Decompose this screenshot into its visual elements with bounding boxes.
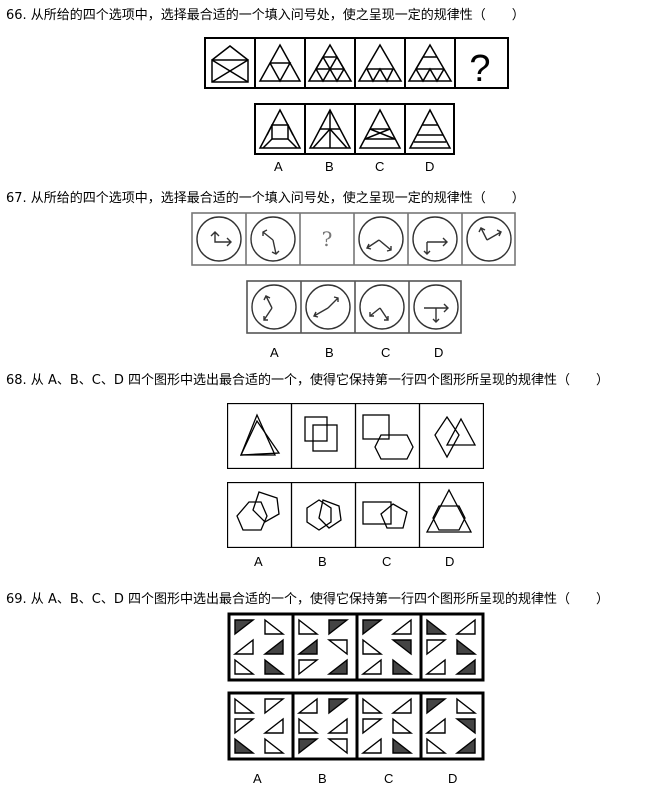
- overlapping-shapes-icon: [239, 413, 477, 460]
- option-a-figure: [236, 491, 280, 531]
- triangle-6-icon: [407, 43, 453, 83]
- envelope-icon: [211, 45, 249, 83]
- question-mark-icon: ?: [322, 227, 333, 251]
- q66-option-label-a: A: [274, 159, 283, 174]
- q68-sequence-row: [227, 403, 484, 469]
- triangle-inverted-row-icon: [357, 43, 403, 83]
- q67-option-label-d: D: [434, 345, 444, 360]
- q67-sequence-row: ?: [191, 212, 516, 266]
- option-a-figure: [234, 697, 286, 754]
- option-b-figure: [296, 697, 350, 755]
- option-d-figure: [408, 108, 452, 149]
- q68-option-label-d: D: [445, 554, 455, 569]
- question-68-text: 68. 从 A、B、C、D 四个图形中选出最合适的一个，使得它保持第一行四个图形…: [6, 373, 609, 388]
- q69-option-label-b: B: [318, 771, 327, 786]
- q68-option-label-b: B: [318, 554, 327, 569]
- q69-sequence-row: [227, 612, 485, 682]
- q66-options-row: [254, 103, 455, 155]
- q68-option-label-a: A: [254, 554, 263, 569]
- question-mark-icon: ?: [469, 48, 490, 89]
- rotating-arrows-icon: [251, 284, 459, 330]
- q69-options-row: [227, 691, 485, 761]
- q68-options-row: [227, 482, 484, 548]
- triangle-9-icon: [307, 43, 353, 83]
- q68-option-label-c: C: [382, 554, 392, 569]
- q67-options-row: [246, 280, 462, 334]
- option-c-figure: [358, 108, 402, 149]
- q69-option-label-c: C: [384, 771, 394, 786]
- option-a-figure: [258, 108, 302, 149]
- q69-option-label-a: A: [253, 771, 262, 786]
- q66-sequence-row: ?: [204, 37, 509, 89]
- option-b-figure: [308, 108, 352, 149]
- option-d-figure: [425, 488, 473, 533]
- option-d-figure: [424, 697, 478, 754]
- q67-option-label-b: B: [325, 345, 334, 360]
- q66-option-label-b: B: [325, 159, 334, 174]
- right-triangle-grid-icon: [232, 618, 478, 676]
- q67-option-label-c: C: [381, 345, 391, 360]
- q69-option-label-d: D: [448, 771, 458, 786]
- q66-option-label-c: C: [375, 159, 385, 174]
- q66-option-label-d: D: [425, 159, 435, 174]
- question-67-text: 67. 从所给的四个选项中，选择最合适的一个填入问号处，使之呈现一定的规律性（ …: [6, 191, 525, 206]
- clock-arrows-icon: [196, 216, 512, 262]
- option-b-figure: [306, 499, 342, 531]
- question-69-text: 69. 从 A、B、C、D 四个图形中选出最合适的一个，使得它保持第一行四个图形…: [6, 592, 609, 607]
- q67-option-label-a: A: [270, 345, 279, 360]
- option-c-figure: [362, 501, 408, 529]
- triangle-4-icon: [258, 43, 302, 83]
- option-c-figure: [360, 697, 414, 754]
- question-66-text: 66. 从所给的四个选项中，选择最合适的一个填入问号处，使之呈现一定的规律性（ …: [6, 8, 525, 23]
